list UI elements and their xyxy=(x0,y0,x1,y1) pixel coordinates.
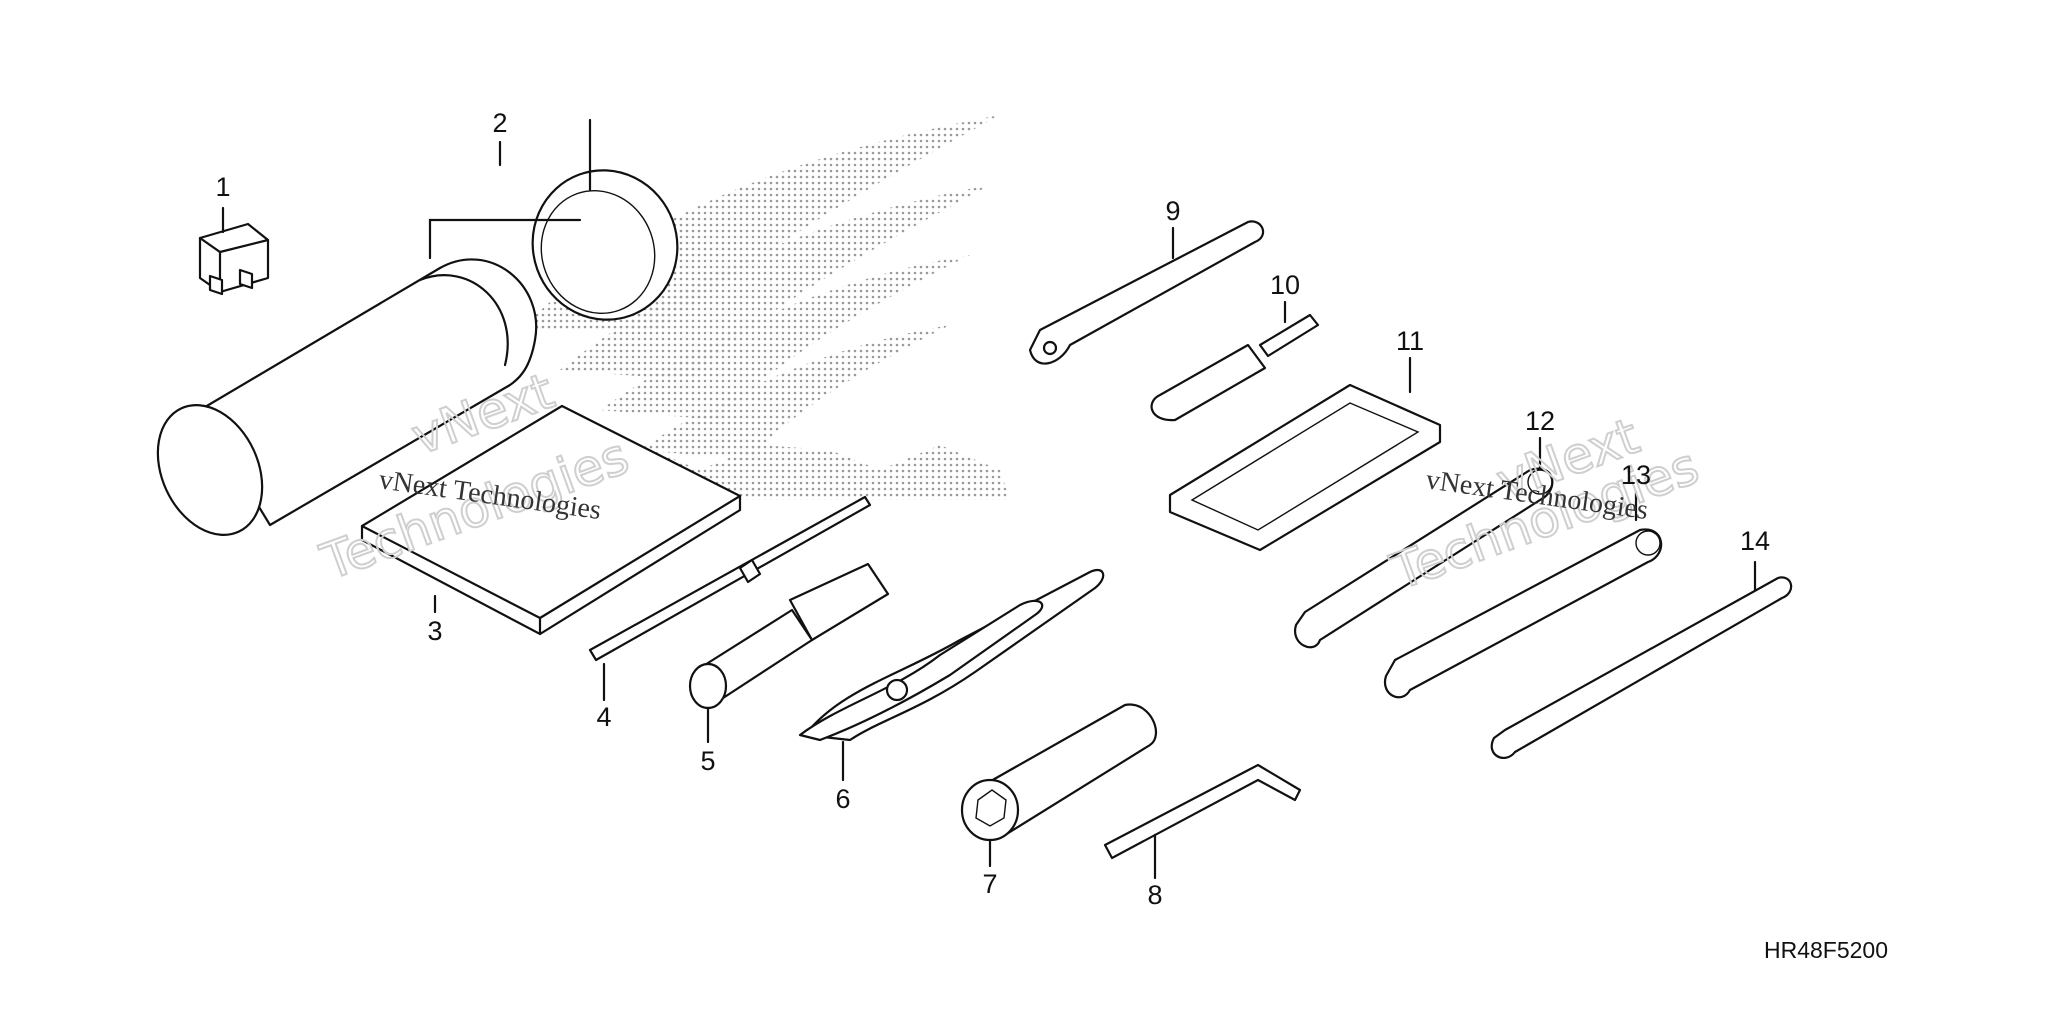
part-wrench-12 xyxy=(1294,436,1554,649)
part-tool-holder xyxy=(1168,356,1442,552)
part-number-8: 8 xyxy=(1147,880,1162,910)
part-number-13: 13 xyxy=(1621,460,1651,490)
part-number-10: 10 xyxy=(1270,270,1300,300)
part-tool-bag xyxy=(156,118,679,536)
part-hook-wrench xyxy=(1490,560,1793,759)
part-pin-spanner xyxy=(1028,220,1265,365)
part-number-4: 4 xyxy=(596,702,611,732)
part-manual-book xyxy=(360,404,742,636)
part-extension-bar xyxy=(1150,300,1320,422)
part-fuse xyxy=(198,206,270,296)
part-number-14: 14 xyxy=(1740,526,1770,556)
part-pliers xyxy=(798,569,1105,782)
part-number-6: 6 xyxy=(835,784,850,814)
part-number-11: 11 xyxy=(1396,326,1424,356)
part-number-1: 1 xyxy=(215,172,230,202)
part-spark-plug-wrench xyxy=(960,703,1158,868)
part-wrench-13 xyxy=(1383,490,1663,699)
part-number-9: 9 xyxy=(1165,196,1180,226)
part-number-12: 12 xyxy=(1525,406,1555,436)
part-hex-key xyxy=(1103,763,1302,880)
part-number-3: 3 xyxy=(427,616,442,646)
part-number-5: 5 xyxy=(700,746,715,776)
diagram-code: HR48F5200 xyxy=(1764,937,1888,963)
part-number-7: 7 xyxy=(982,869,997,899)
part-screwdriver-handle xyxy=(688,562,890,744)
part-number-2: 2 xyxy=(492,108,507,138)
part-screwdriver-bit xyxy=(588,495,872,702)
